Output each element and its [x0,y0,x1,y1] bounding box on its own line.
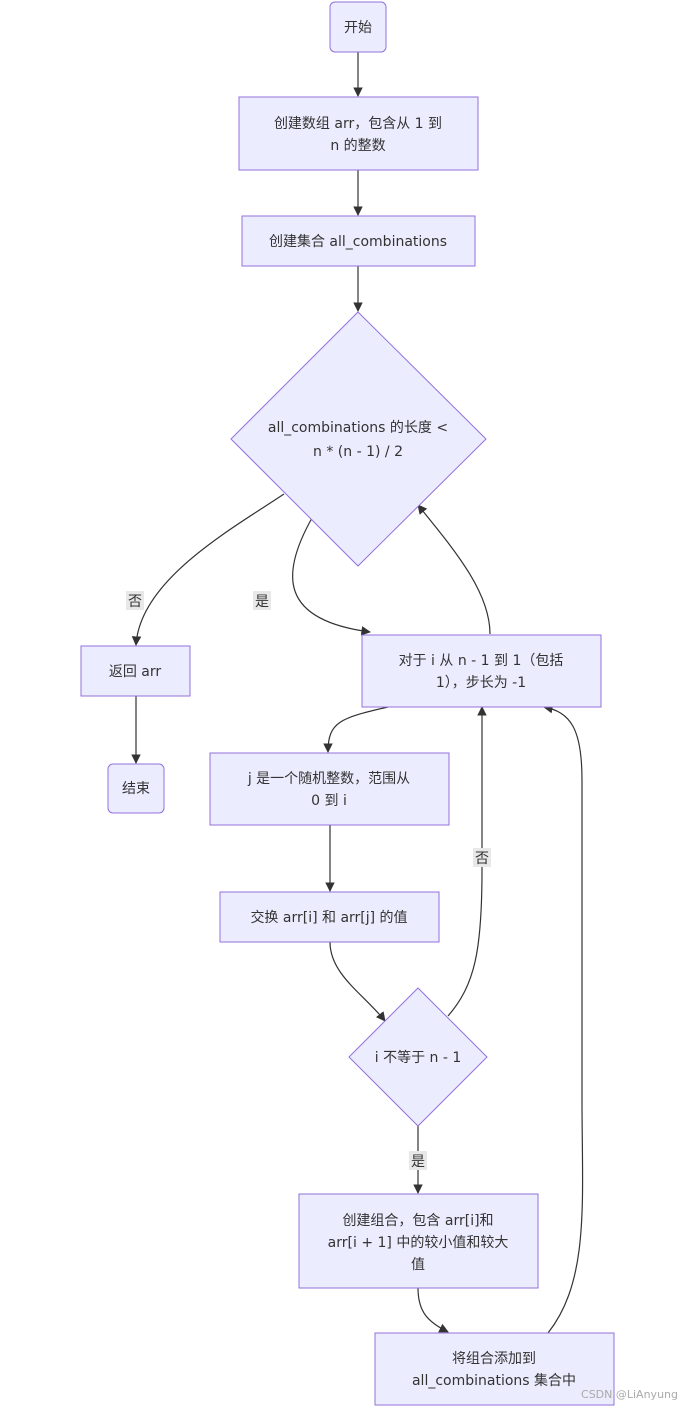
node-make-combo-line1: 创建组合，包含 arr[i]和 [342,1213,493,1229]
edge-label-yes: 是 [253,591,271,610]
node-add-combo: 将组合添加到 all_combinations 集合中 [374,1332,615,1406]
node-create-arr-line2: n 的整数 [330,138,385,154]
node-make-combo-line2: arr[i + 1] 中的较小值和较大 [328,1235,509,1251]
node-loop-line1: 对于 i 从 n - 1 到 1（包括 [399,653,564,669]
edge-cond-len-no-to-return [131,493,285,646]
edge-label-cond-i-yes-text: 是 [411,1154,425,1170]
node-swap-text: 交换 arr[i] 和 arr[j] 的值 [250,909,407,926]
node-add-combo-line1: 将组合添加到 [452,1351,536,1367]
node-loop-line2: 1），步长为 -1 [436,675,526,691]
edge-label-no: 否 [126,591,144,610]
node-start: 开始 [329,1,387,53]
node-rand-j-line2: 0 到 i [311,793,347,809]
edge-loop-to-rand-j [323,706,389,753]
node-return-arr-text: 返回 arr [109,664,162,680]
node-add-combo-line2: all_combinations 集合中 [412,1372,576,1389]
node-cond-i: i 不等于 n - 1 [348,987,488,1127]
watermark: CSDN @LiAnyung [581,1388,678,1401]
edge-add-back-to-loop [543,703,584,1334]
node-create-arr: 创建数组 arr，包含从 1 到 n 的整数 [238,96,479,171]
node-loop: 对于 i 从 n - 1 到 1（包括 1），步长为 -1 [361,634,602,708]
edge-combo-to-add [417,1287,449,1333]
node-rand-j-line1: j 是一个随机整数，范围从 [247,770,410,787]
edge-label-cond-i-yes: 是 [409,1151,427,1170]
node-start-text: 开始 [344,20,372,36]
node-cond-len: all_combinations 的长度 < n * (n - 1) / 2 [230,311,487,567]
node-create-arr-line1: 创建数组 arr，包含从 1 到 [274,116,442,132]
edge-label-yes-text: 是 [255,594,269,610]
edge-label-cond-i-no-text: 否 [475,851,489,867]
node-cond-i-text: i 不等于 n - 1 [375,1049,462,1066]
node-end-text: 结束 [122,781,150,797]
edge-loop-back-to-cond-len [417,504,491,635]
node-return-arr: 返回 arr [80,645,191,697]
node-create-set-text: 创建集合 all_combinations [269,233,447,250]
node-create-set: 创建集合 all_combinations [241,215,476,267]
node-cond-len-line2: n * (n - 1) / 2 [313,444,403,460]
edge-swap-to-cond-i [329,941,386,1022]
node-cond-len-line1: all_combinations 的长度 < [268,420,448,436]
node-make-combo-line3: 值 [411,1257,425,1273]
edge-cond-len-yes-to-loop [292,517,371,636]
edge-labels: 否 是 否 是 [126,591,491,1170]
node-rand-j: j 是一个随机整数，范围从 0 到 i [209,752,450,826]
edge-label-no-text: 否 [128,594,142,610]
node-make-combo: 创建组合，包含 arr[i]和 arr[i + 1] 中的较小值和较大 值 [298,1193,539,1289]
edge-label-cond-i-no: 否 [473,848,491,867]
edges [131,52,584,1334]
node-swap: 交换 arr[i] 和 arr[j] 的值 [219,891,440,943]
node-end: 结束 [107,763,165,814]
edge-cond-i-no-to-loop [447,706,487,1017]
